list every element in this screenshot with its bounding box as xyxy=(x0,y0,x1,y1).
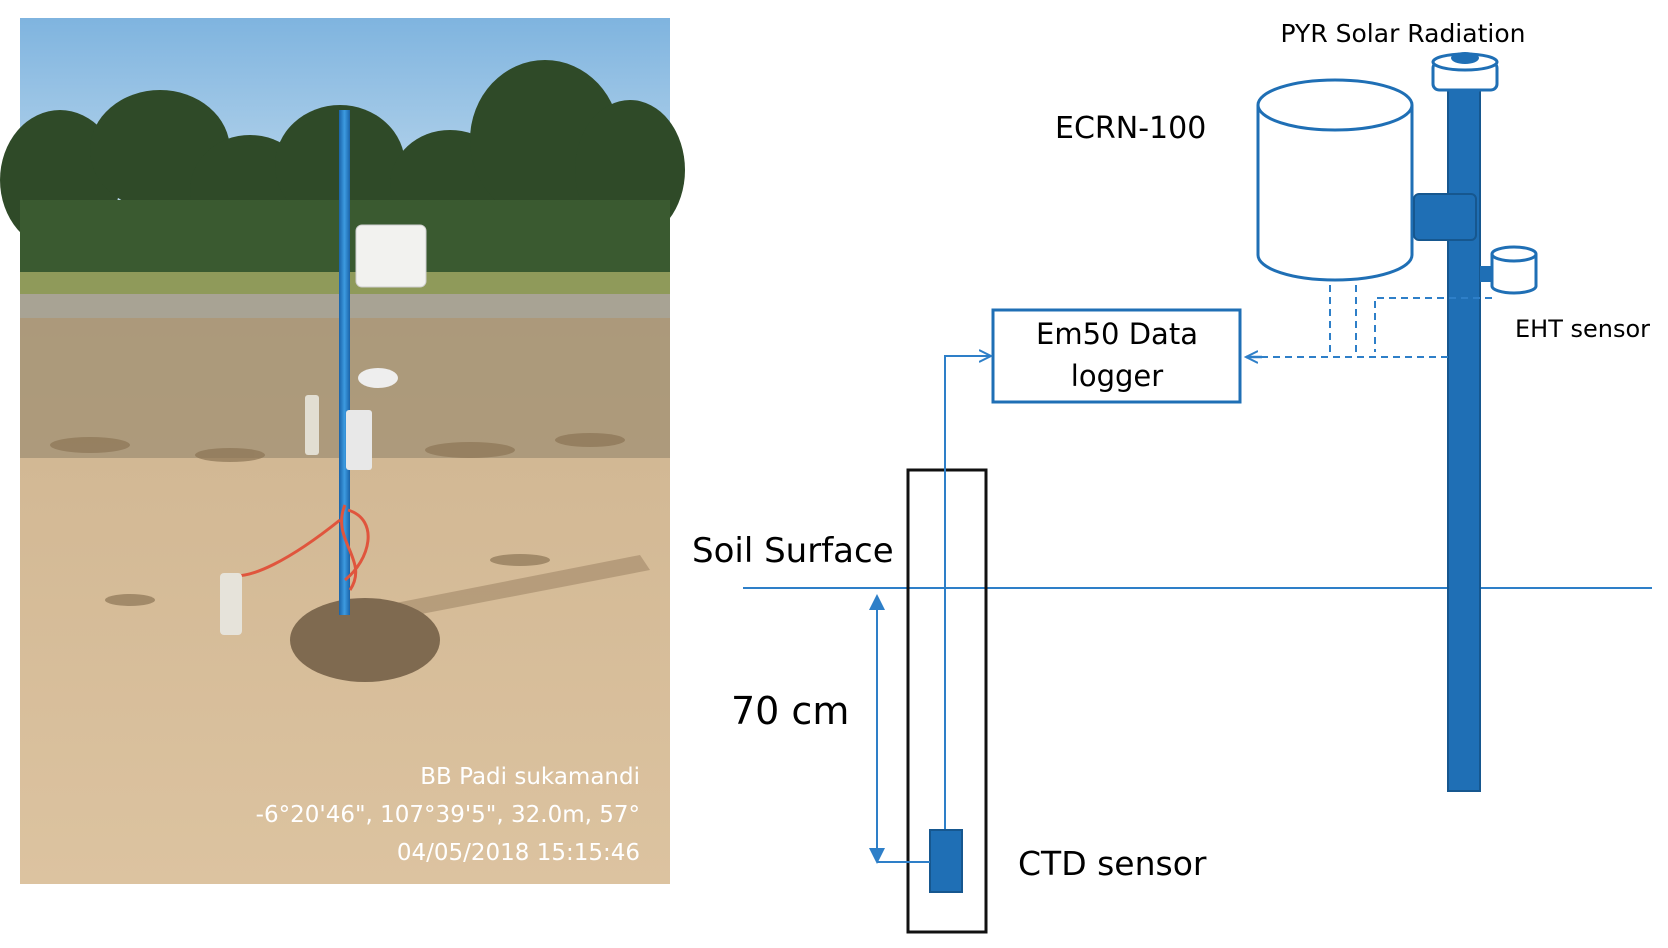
sensor-diagram: Soil Surface PYR Solar Radiation ECRN-10… xyxy=(692,19,1652,934)
soil-surface-label: Soil Surface xyxy=(692,531,894,571)
eht-label: EHT sensor xyxy=(1515,315,1650,343)
photo-radiation-shield xyxy=(358,368,398,388)
photo-pole-shadow xyxy=(360,555,650,622)
ctd-sensor xyxy=(929,829,963,893)
photo-logger-box xyxy=(346,410,372,470)
data-logger-label-line2: logger xyxy=(1071,359,1163,393)
depth-label: 70 cm xyxy=(731,689,849,733)
depth-arrow-top xyxy=(869,594,885,610)
ecrn-label: ECRN-100 xyxy=(1055,111,1206,146)
ctd-label: CTD sensor xyxy=(1018,844,1207,883)
photo-white-pipe xyxy=(220,573,242,635)
data-logger-label-line1: Em50 Data xyxy=(1036,317,1198,351)
pyr-label: PYR Solar Radiation xyxy=(1281,19,1526,48)
photo-rain-gauge xyxy=(355,224,427,288)
mast xyxy=(1447,85,1481,792)
photo-overlay-timestamp: 04/05/2018 15:15:46 xyxy=(397,840,640,866)
ecrn-mount-bracket xyxy=(1413,193,1477,241)
photo-overlay-coordinates: -6°20'46", 107°39'5", 32.0m, 57° xyxy=(256,802,640,828)
depth-arrow-bottom xyxy=(869,848,885,864)
pyr-sensor xyxy=(1431,52,1499,92)
data-logger-box xyxy=(991,308,1242,404)
photo-mud-clods xyxy=(50,433,625,606)
field-photo: BB Padi sukamandi -6°20'46", 107°39'5", … xyxy=(0,18,685,884)
photo-pole xyxy=(339,110,350,615)
photo-overlay-location: BB Padi sukamandi xyxy=(420,764,640,790)
photo-mud-mound xyxy=(290,598,440,682)
eht-sensor xyxy=(1480,245,1538,295)
borehole-outline xyxy=(906,468,988,934)
ctd-cable xyxy=(944,356,991,832)
ecrn-rain-gauge xyxy=(1256,78,1414,282)
sensor-cable-dashed xyxy=(1248,285,1492,358)
